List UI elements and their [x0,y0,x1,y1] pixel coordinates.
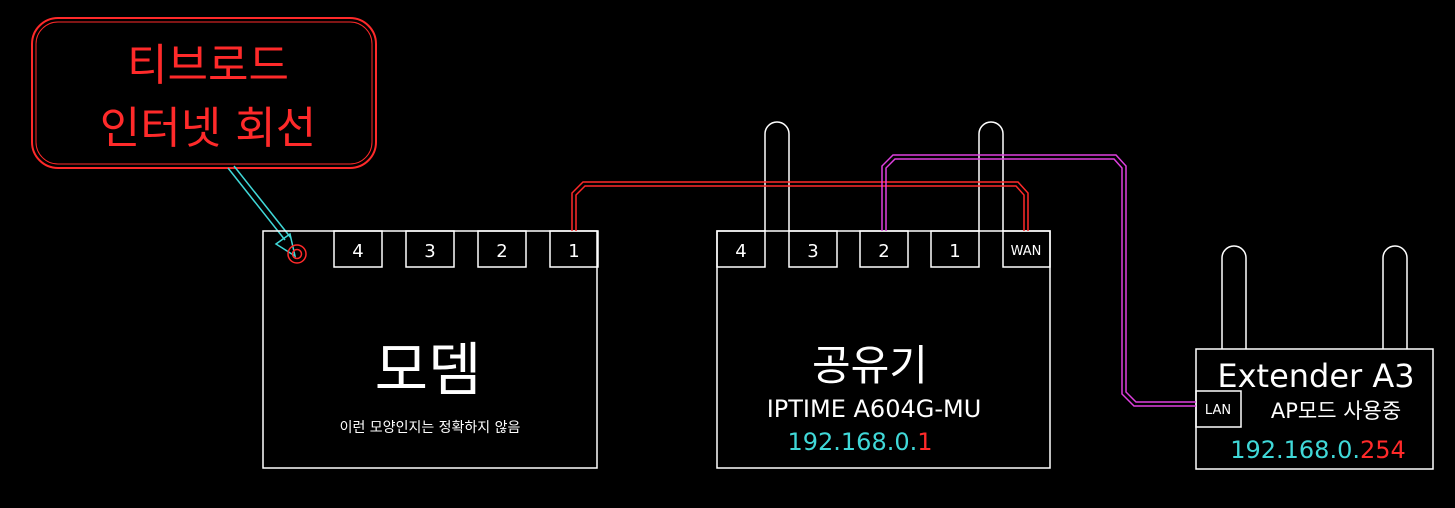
modem-title: 모뎀 [375,336,482,404]
router-port-2-label: 2 [878,241,889,262]
modem-port-2-label: 2 [496,241,507,262]
antenna-icon [764,121,790,231]
modem-port-1-label: 1 [568,241,579,262]
extender-ip: 192.168.0.254 [1230,436,1406,464]
router-wan-label: WAN [1011,244,1042,259]
modem-port-3 [405,230,455,268]
modem-port-3-label: 3 [424,241,435,262]
callout-line-1: 티브로드 [127,40,289,91]
router-antennas [764,121,1004,231]
extender-antennas [1221,245,1408,349]
modem-note: 이런 모양인지는 정확하지 않음 [340,420,521,436]
modem-port-4 [333,230,383,268]
router-port-4 [716,230,766,268]
callout-line-2: 인터넷 회선 [100,103,316,154]
router-device: 4 3 2 1 WAN 공유기 IPTIME A604G-MU 192.168.… [716,230,1051,469]
internet-input-icon [287,244,307,264]
antenna-icon [1221,245,1247,349]
extender-lan-port [1195,390,1242,428]
router-title: 공유기 [812,341,928,390]
internet-callout: 티브로드 인터넷 회선 [31,17,377,169]
router-port-2 [859,230,909,268]
extender-title: Extender A3 [1217,357,1414,395]
router-ip-prefix: 192.168.0. [787,428,917,456]
router-port-4-label: 4 [735,241,746,262]
extender-ip-suffix: 254 [1360,436,1406,464]
router-model: IPTIME A604G-MU [767,395,982,423]
callout-outer-border [31,17,377,169]
antenna-icon [978,121,1004,231]
router-port-3-label: 3 [807,241,818,262]
extender-lan-label: LAN [1205,403,1231,418]
callout-inner-border [35,21,373,165]
lan-cable [881,154,1196,407]
modem-port-1 [549,230,599,268]
extender-ip-prefix: 192.168.0. [1230,436,1360,464]
router-port-1-label: 1 [949,241,960,262]
router-ip: 192.168.0.1 [787,428,932,456]
extender-device: LAN Extender A3 AP모드 사용중 192.168.0.254 [1195,348,1434,470]
wan-cable [571,181,1029,231]
router-ip-suffix: 1 [917,428,932,456]
router-port-1 [930,230,980,268]
modem-port-2 [477,230,527,268]
modem-port-4-label: 4 [352,241,363,262]
antenna-icon [1382,245,1408,349]
router-port-wan [1002,230,1051,268]
callout-arrow [227,165,297,258]
router-port-3 [788,230,838,268]
modem-device: 4 3 2 1 모뎀 이런 모양인지는 정확하지 않음 [262,230,599,469]
arrow-head-icon [274,232,297,258]
extender-mode: AP모드 사용중 [1271,399,1401,423]
